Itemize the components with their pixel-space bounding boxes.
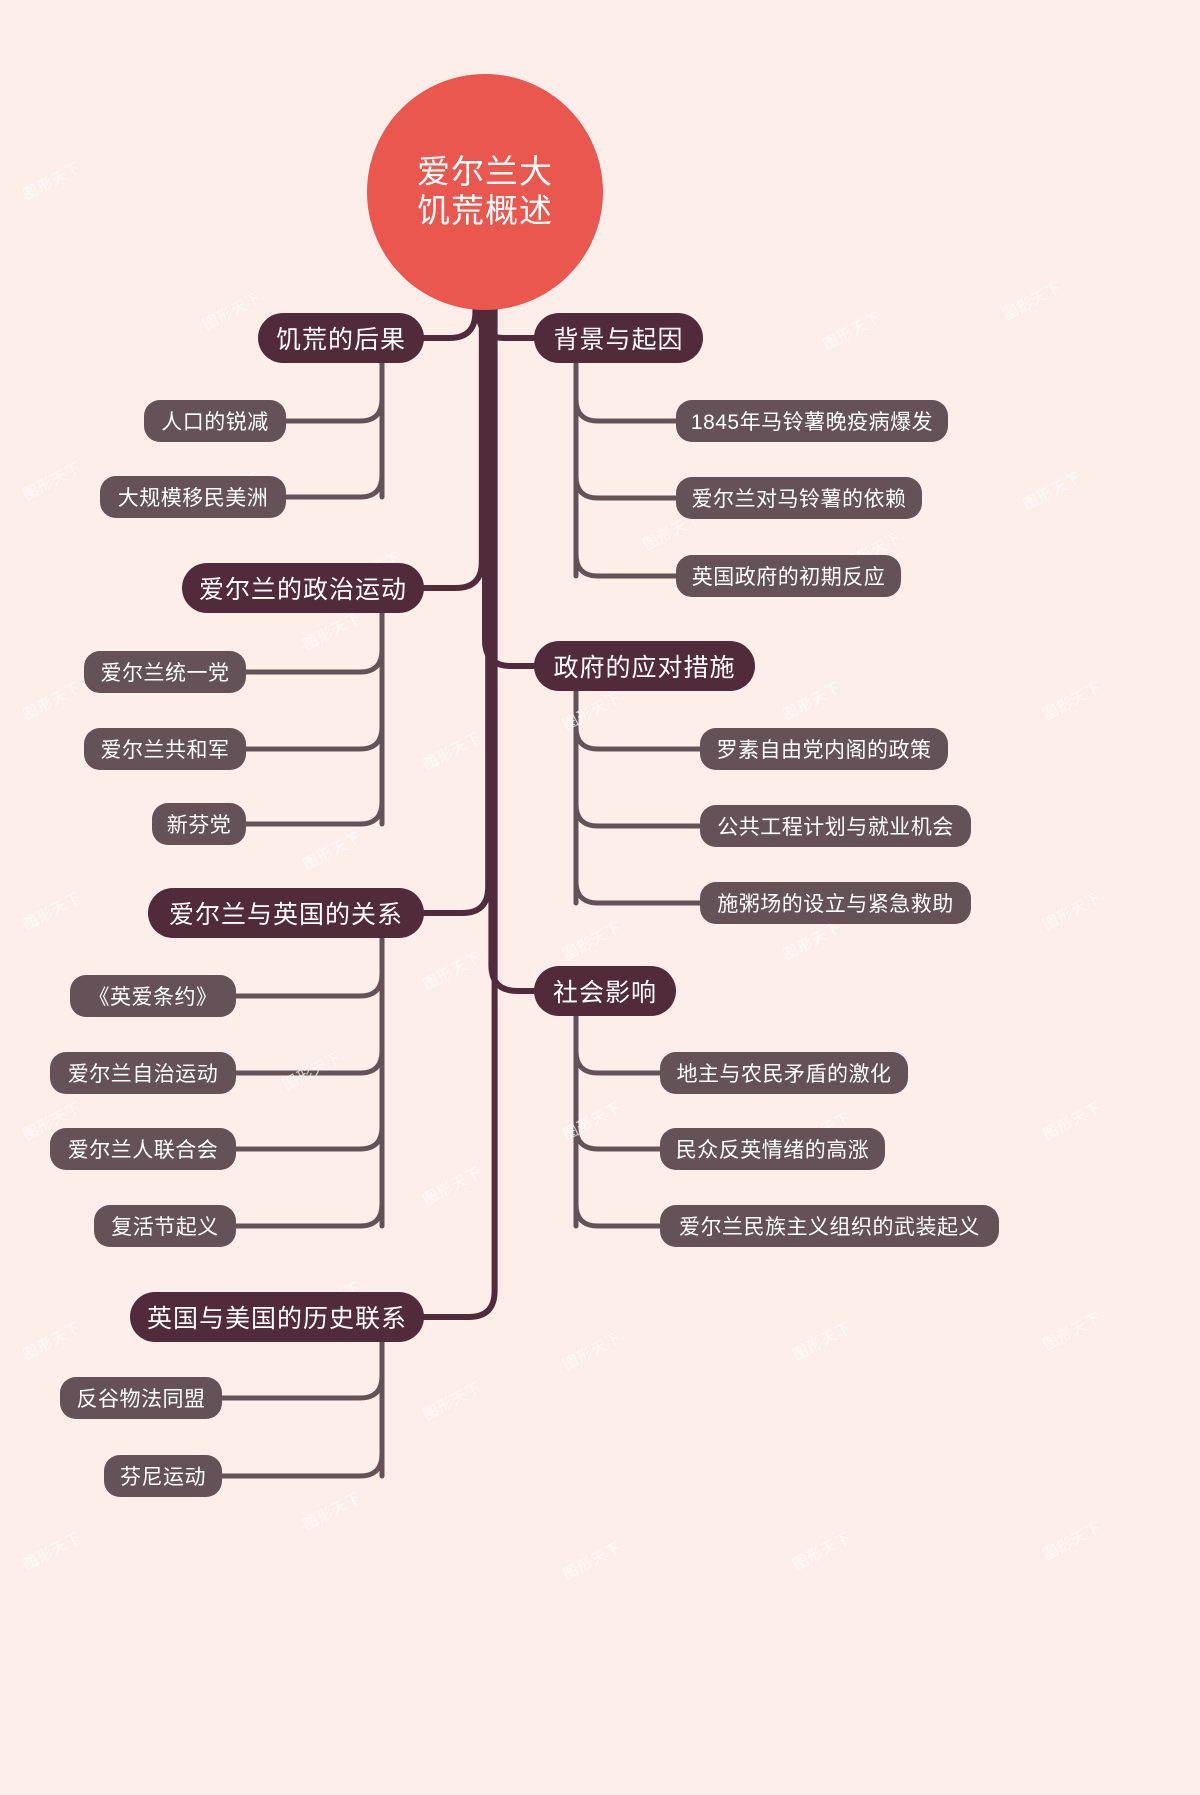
root-title-line-2: 饥荒概述 <box>417 192 553 229</box>
leaf-node-0-0-label: 人口的锐减 <box>161 411 269 434</box>
leaf-node-0-1[interactable]: 大规模移民美洲 <box>100 476 286 518</box>
leaf-node-2-1[interactable]: 爱尔兰共和军 <box>84 728 246 770</box>
leaf-node-4-0-label: 《英爱条约》 <box>88 986 218 1009</box>
leaf-node-5-1-label: 民众反英情绪的高涨 <box>675 1139 870 1162</box>
leaf-node-3-0[interactable]: 罗素自由党内阁的政策 <box>700 728 948 770</box>
leaf-node-5-2-label: 爱尔兰民族主义组织的武装起义 <box>679 1216 980 1239</box>
leaf-node-1-2[interactable]: 英国政府的初期反应 <box>676 555 901 597</box>
branch-node-5[interactable]: 社会影响 <box>534 966 676 1016</box>
branch-node-4-label: 爱尔兰与英国的关系 <box>169 901 404 929</box>
leaf-node-6-0[interactable]: 反谷物法同盟 <box>60 1377 222 1419</box>
leaf-node-1-1[interactable]: 爱尔兰对马铃薯的依赖 <box>676 477 922 519</box>
branch-node-1-label: 背景与起因 <box>553 326 684 354</box>
leaf-node-5-2[interactable]: 爱尔兰民族主义组织的武装起义 <box>660 1205 999 1247</box>
leaf-node-1-0[interactable]: 1845年马铃薯晚疫病爆发 <box>676 400 948 442</box>
leaf-node-1-2-label: 英国政府的初期反应 <box>691 566 886 589</box>
leaf-node-5-0[interactable]: 地主与农民矛盾的激化 <box>660 1052 908 1094</box>
branch-node-0-label: 饥荒的后果 <box>276 326 407 354</box>
leaf-node-4-1[interactable]: 爱尔兰自治运动 <box>50 1052 236 1094</box>
root-title-line-1: 爱尔兰大 <box>417 153 553 191</box>
leaf-node-3-0-label: 罗素自由党内阁的政策 <box>716 739 932 762</box>
leaf-node-4-2-label: 爱尔兰人联合会 <box>67 1139 219 1162</box>
branch-node-6-label: 英国与美国的历史联系 <box>147 1305 408 1333</box>
leaf-node-5-1[interactable]: 民众反英情绪的高涨 <box>660 1128 885 1170</box>
branch-node-6[interactable]: 英国与美国的历史联系 <box>130 1292 424 1342</box>
leaf-node-6-1[interactable]: 芬尼运动 <box>104 1455 222 1497</box>
leaf-node-1-0-label: 1845年马铃薯晚疫病爆发 <box>690 411 934 434</box>
leaf-node-2-2-label: 新芬党 <box>166 814 232 837</box>
leaf-node-4-0[interactable]: 《英爱条约》 <box>70 975 236 1017</box>
leaf-node-3-2[interactable]: 施粥场的设立与紧急救助 <box>700 882 971 924</box>
leaf-node-3-1[interactable]: 公共工程计划与就业机会 <box>700 805 971 847</box>
leaf-node-4-2[interactable]: 爱尔兰人联合会 <box>50 1128 236 1170</box>
branch-node-0[interactable]: 饥荒的后果 <box>258 313 424 363</box>
branch-node-3[interactable]: 政府的应对措施 <box>534 641 755 691</box>
leaf-node-2-0[interactable]: 爱尔兰统一党 <box>84 651 246 693</box>
leaf-node-2-1-label: 爱尔兰共和军 <box>100 739 230 762</box>
branch-node-2-label: 爱尔兰的政治运动 <box>199 576 408 604</box>
leaf-node-4-3-label: 复活节起义 <box>111 1216 219 1239</box>
leaf-node-1-1-label: 爱尔兰对马铃薯的依赖 <box>691 488 907 511</box>
leaf-node-5-0-label: 地主与农民矛盾的激化 <box>676 1063 892 1086</box>
leaf-node-3-1-label: 公共工程计划与就业机会 <box>717 816 954 839</box>
leaf-node-6-0-label: 反谷物法同盟 <box>76 1388 206 1411</box>
leaf-node-2-0-label: 爱尔兰统一党 <box>100 662 230 685</box>
branch-node-4[interactable]: 爱尔兰与英国的关系 <box>148 888 424 938</box>
branch-node-5-label: 社会影响 <box>553 979 658 1007</box>
leaf-node-4-1-label: 爱尔兰自治运动 <box>67 1063 219 1086</box>
branch-node-2[interactable]: 爱尔兰的政治运动 <box>182 563 424 613</box>
leaf-node-4-3[interactable]: 复活节起义 <box>94 1205 236 1247</box>
leaf-node-3-2-label: 施粥场的设立与紧急救助 <box>717 893 954 916</box>
leaf-node-0-1-label: 大规模移民美洲 <box>117 487 269 510</box>
leaf-node-2-2[interactable]: 新芬党 <box>152 803 246 845</box>
branch-node-1[interactable]: 背景与起因 <box>534 313 703 363</box>
leaf-node-0-0[interactable]: 人口的锐减 <box>144 400 286 442</box>
root-node[interactable]: 爱尔兰大 饥荒概述 <box>367 74 603 310</box>
leaf-node-6-1-label: 芬尼运动 <box>120 1466 206 1489</box>
branch-node-3-label: 政府的应对措施 <box>553 654 736 682</box>
